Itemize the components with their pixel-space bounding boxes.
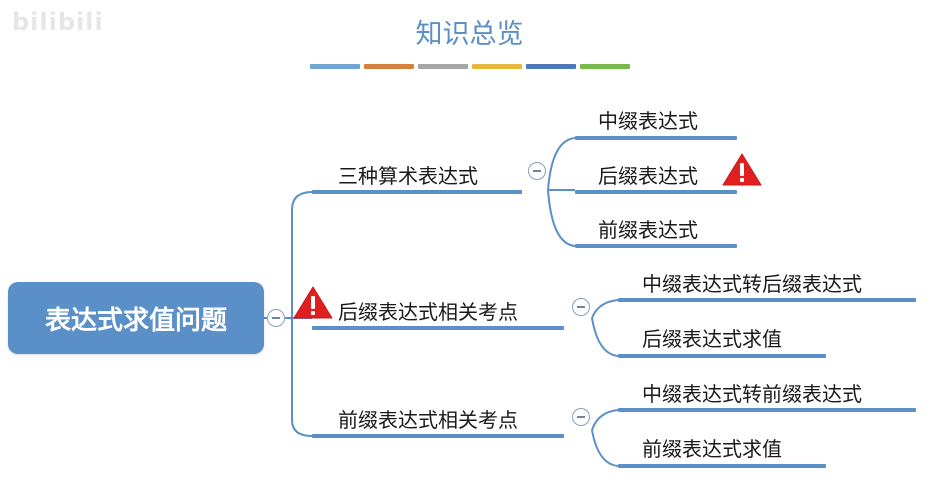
bilibili-watermark: bilibili — [12, 8, 104, 36]
collapse-minus-icon[interactable] — [528, 162, 546, 180]
branch-2-child-1-label[interactable]: 中缀表达式转后缀表达式 — [642, 272, 862, 296]
collapse-minus-icon[interactable] — [267, 309, 285, 327]
branch-1-label[interactable]: 三种算术表达式 — [338, 164, 478, 188]
collapse-minus-icon[interactable] — [572, 408, 590, 426]
branch-3-child-1-underline — [618, 408, 916, 412]
branch-1-child-2-label[interactable]: 后缀表达式 — [598, 164, 698, 188]
color-strip-4 — [472, 64, 522, 69]
connector-b1-c1 — [547, 137, 576, 191]
branch-2-child-2-label[interactable]: 后缀表达式求值 — [642, 327, 782, 351]
page-title: 知识总览 — [415, 19, 524, 50]
color-strip-6 — [580, 64, 630, 69]
branch-1-child-3-underline — [575, 244, 737, 248]
color-strip-5 — [526, 64, 576, 69]
warning-triangle-icon — [722, 153, 762, 186]
color-strip-1 — [310, 64, 360, 69]
connector-b3-c1 — [591, 409, 619, 431]
branch-3-child-1-label[interactable]: 中缀表达式转前缀表达式 — [642, 382, 862, 406]
connector-b2-c2 — [591, 317, 619, 357]
connector-b2-c1 — [591, 299, 619, 319]
branch-3-label[interactable]: 前缀表达式相关考点 — [338, 408, 518, 432]
branch-2-label[interactable]: 后缀表达式相关考点 — [338, 300, 518, 324]
branch-1-child-1-label[interactable]: 中缀表达式 — [598, 109, 698, 133]
color-strip-3 — [418, 64, 468, 69]
connector-b3-c2 — [591, 429, 619, 467]
branch-1-underline — [312, 190, 522, 194]
connector-root-branch-3 — [291, 318, 313, 437]
branch-3-underline — [312, 434, 564, 438]
collapse-minus-icon[interactable] — [572, 298, 590, 316]
connector-b1-c3 — [547, 189, 576, 247]
warning-triangle-icon — [293, 286, 333, 319]
branch-1-child-1-underline — [575, 136, 737, 140]
root-node[interactable]: 表达式求值问题 — [8, 282, 264, 354]
branch-1-child-2-underline — [575, 190, 737, 194]
branch-2-child-1-underline — [618, 298, 916, 302]
color-strip-2 — [364, 64, 414, 69]
branch-2-underline — [312, 326, 564, 330]
branch-3-child-2-underline — [618, 464, 826, 468]
root-node-label: 表达式求值问题 — [44, 305, 227, 336]
branch-1-child-3-label[interactable]: 前缀表达式 — [598, 218, 698, 242]
branch-3-child-2-label[interactable]: 前缀表达式求值 — [642, 437, 782, 461]
branch-2-child-2-underline — [618, 354, 826, 358]
